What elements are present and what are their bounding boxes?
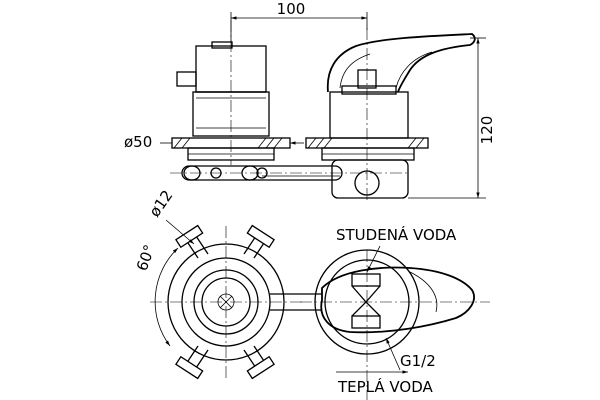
spoke-bottom-left [175,345,209,380]
right-valve-body [305,28,476,200]
dimension-spindle-label: ø12 [146,187,177,220]
thread-label: G1/2 [400,352,436,370]
dimension-width: 100 [230,0,368,42]
spoke-top-left [175,224,209,259]
connecting-pipe [181,159,409,199]
cross-handle [150,224,302,380]
elevation-view: 100 120 ø50 [124,0,496,200]
hot-water-label: TEPLÁ VODA [337,377,434,396]
lever-plan [300,249,490,400]
spoke-top-right [243,224,275,259]
cold-water-label: STUDENÁ VODA [336,225,457,244]
dimension-height: 120 [408,37,496,199]
dimension-angle: 60° [133,242,179,347]
dimension-width-label: 100 [277,0,306,18]
plan-view: ø12 60° STUDENÁ VODA G1/2 TEPLÁ VODA [133,187,490,400]
dimension-height-label: 120 [478,116,496,145]
dimension-angle-label: 60° [133,242,159,273]
spoke-bottom-right [243,345,275,380]
dimension-flange-label: ø50 [124,133,152,151]
dimension-flange: ø50 [124,133,304,151]
